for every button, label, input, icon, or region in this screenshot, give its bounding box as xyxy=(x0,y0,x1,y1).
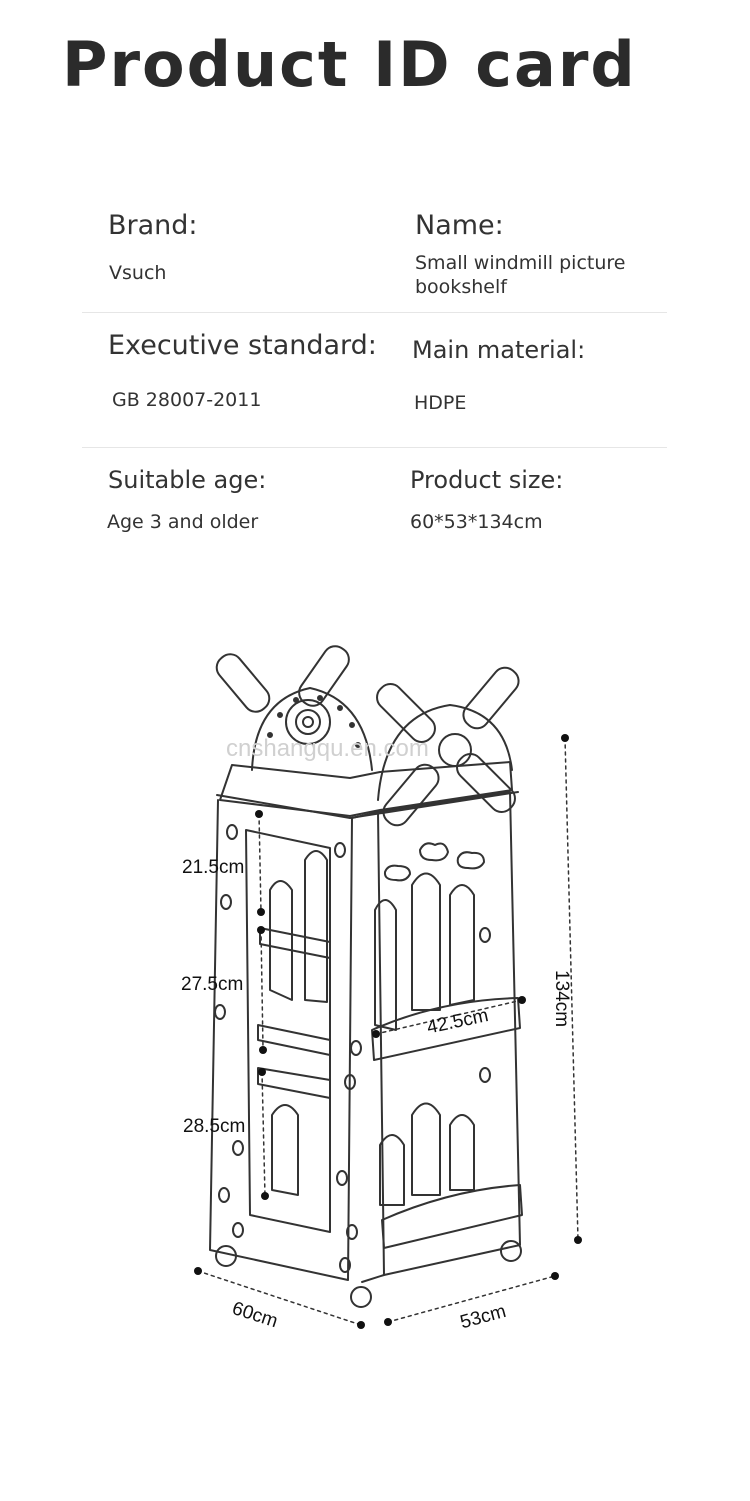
size-value: 60*53*134cm xyxy=(410,511,543,533)
shelves xyxy=(257,927,523,1249)
age-value: Age 3 and older xyxy=(107,511,259,533)
divider xyxy=(82,312,667,313)
page-title: Product ID card xyxy=(62,28,637,101)
brand-label: Brand: xyxy=(108,210,198,241)
decor-dots xyxy=(214,824,491,1273)
brand-value: Vsuch xyxy=(109,262,167,284)
name-value-line1: Small windmill picture xyxy=(415,252,626,274)
gear-wheel-icon xyxy=(251,687,373,771)
arch-windows xyxy=(269,850,475,1206)
material-value: HDPE xyxy=(414,392,467,414)
wheel-icon xyxy=(215,1240,522,1308)
age-label: Suitable age: xyxy=(108,466,267,494)
dimension-endpoints xyxy=(194,734,582,1329)
standard-value: GB 28007-2011 xyxy=(112,389,262,411)
divider xyxy=(82,447,667,448)
bookshelf-illustration xyxy=(194,645,582,1329)
dim-shelf-mid: 27.5cm xyxy=(181,974,244,995)
watermark: cnshangqu.en.com xyxy=(226,735,429,762)
standard-label: Executive standard: xyxy=(108,330,377,361)
size-label: Product size: xyxy=(410,466,564,494)
dim-height: 134cm xyxy=(551,970,572,1028)
dimension-lines xyxy=(197,737,579,1326)
name-label: Name: xyxy=(415,210,504,241)
name-value-line2: bookshelf xyxy=(415,276,507,298)
dim-shelf-bottom: 28.5cm xyxy=(183,1116,246,1137)
dim-shelf-top: 21.5cm xyxy=(182,857,245,878)
left-blade-icon xyxy=(215,645,350,713)
material-label: Main material: xyxy=(412,336,586,364)
